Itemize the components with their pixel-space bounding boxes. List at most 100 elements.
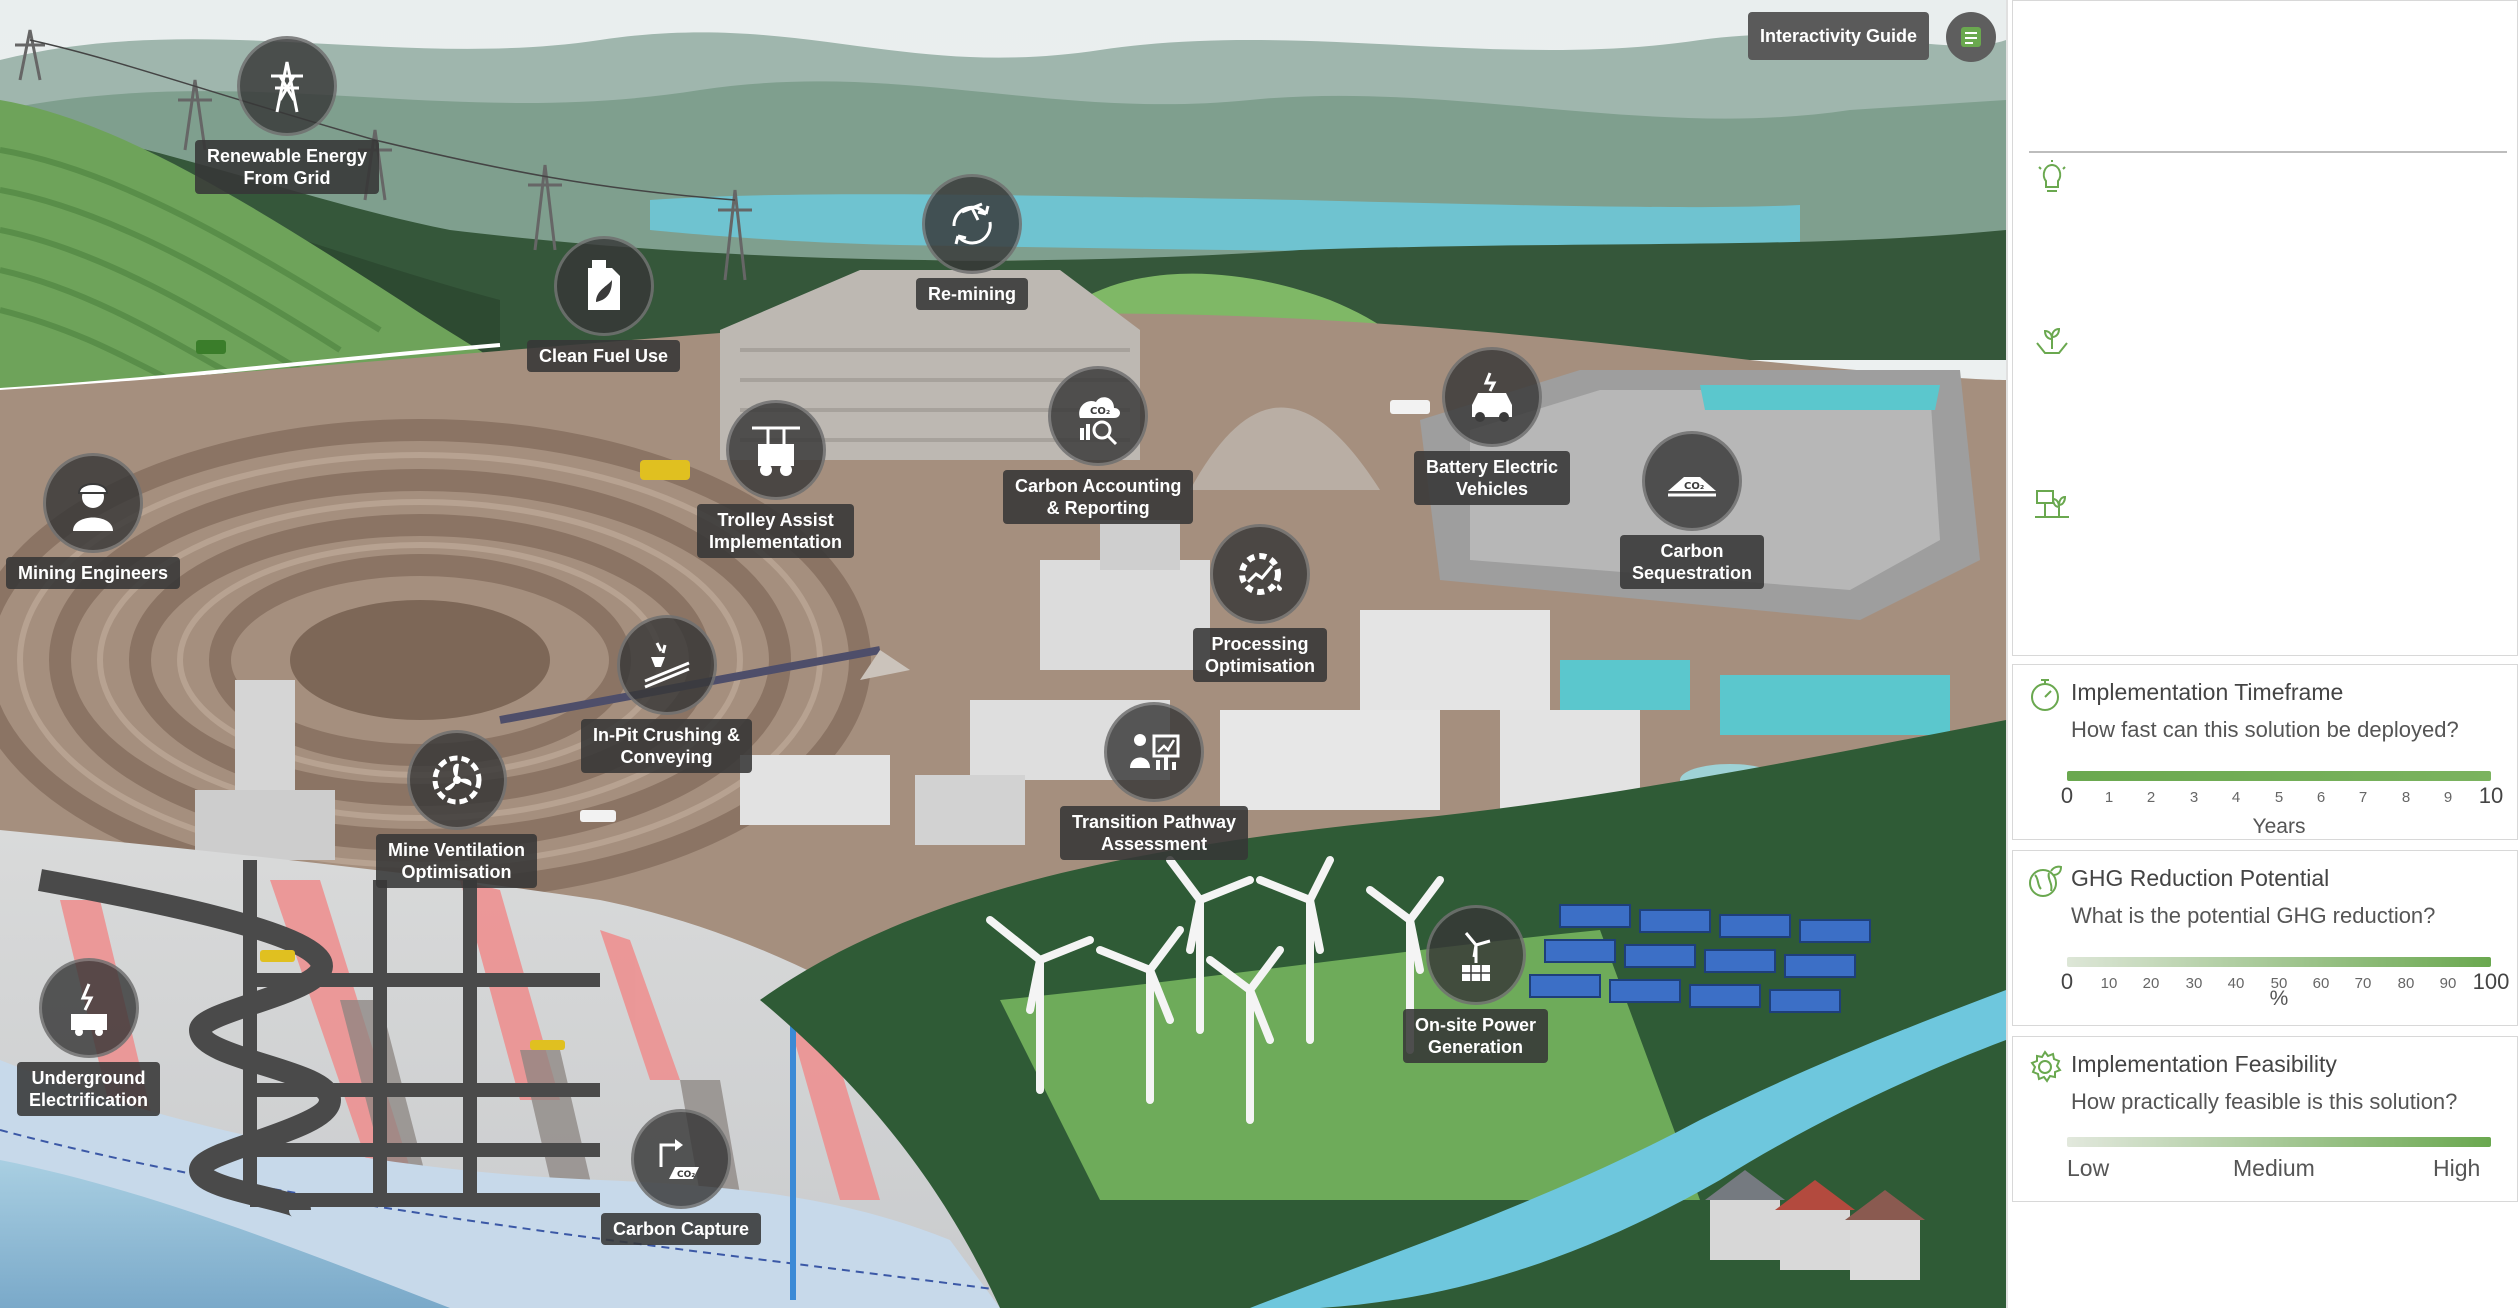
hotspot-label: Clean Fuel Use [527,340,681,372]
ghg-tick: 70 [2354,975,2372,992]
info-panel: Implementation Timeframe How fast can th… [2006,0,2520,1308]
metric-implementation-timeframe: Implementation Timeframe How fast can th… [2012,664,2518,840]
timeframe-tick: 8 [2401,789,2411,806]
hotspot-mining-engineers[interactable]: Mining Engineers [6,453,181,589]
hotspot-label: Mining Engineers [6,557,181,589]
globe-leaf-icon [2029,865,2063,897]
ghg-tick: 40 [2227,975,2245,992]
sign-plant-icon [2035,490,2069,518]
timeframe-tick: 10 [2478,783,2504,808]
ghg-scale-bar [2067,957,2491,967]
feasibility-low: Low [2067,1155,2110,1181]
recycle-pick-icon [922,174,1022,274]
feasibility-high: High [2433,1155,2481,1181]
lightbulb-icon [2038,160,2066,192]
ghg-tick: 80 [2397,975,2415,992]
fan-icon [406,730,507,830]
hotspot-clean-fuel-use[interactable]: Clean Fuel Use [527,236,681,372]
info-divider [2029,151,2507,153]
ghg-tick: 10 [2100,975,2118,992]
metric-question: How fast can this solution be deployed? [2071,717,2459,742]
metric-ghg-reduction-potential: GHG Reduction Potential What is the pote… [2012,850,2518,1026]
ghg-tick: 50 [2270,975,2288,992]
hotspot-in-pit-crushing-conveying[interactable]: In-Pit Crushing &Conveying [581,615,752,773]
hotspot-label: Carbon Capture [601,1213,762,1245]
fuel-can-icon [553,236,654,336]
ghg-tick: 100 [2472,969,2510,994]
pylon-icon [237,36,338,136]
timeframe-scale-bar [2067,771,2491,781]
metric-title: Implementation Timeframe [2071,679,2344,705]
ghg-tick: 60 [2312,975,2330,992]
metric-question: What is the potential GHG reduction? [2071,903,2436,928]
conveyor-icon [616,615,717,715]
ghg-tick: 0 [2060,969,2074,994]
hotspot-label: Re-mining [916,278,1028,310]
hotspot-carbon-accounting-reporting[interactable]: CO₂ Carbon Accounting& Reporting [1003,366,1194,524]
underground-plug-icon [38,958,139,1058]
ghg-unit: % [2269,987,2289,1010]
ghg-tick: 30 [2185,975,2203,992]
timeframe-tick: 3 [2189,789,2199,806]
guide-icon[interactable] [1946,12,1996,62]
solution-info-card [2012,0,2518,656]
co2-ground-icon: CO₂ [1642,431,1743,531]
timeframe-unit: Years [2252,815,2306,838]
co2-magnifier-icon: CO₂ [1048,366,1149,466]
metric-title: GHG Reduction Potential [2071,865,2330,891]
metric-question: How practically feasible is this solutio… [2071,1089,2458,1114]
svg-text:CO₂: CO₂ [1090,406,1110,417]
gear-outline-icon [2030,1050,2062,1083]
ghg-tick: 90 [2439,975,2457,992]
stopwatch-icon [2031,679,2059,711]
timeframe-tick: 4 [2231,789,2241,806]
feasibility-medium: Medium [2233,1155,2315,1181]
hotspot-carbon-capture[interactable]: CO₂ Carbon Capture [601,1109,762,1245]
electric-car-icon [1442,347,1543,447]
engineer-icon [43,453,143,553]
svg-text:CO₂: CO₂ [1684,481,1704,492]
metric-implementation-feasibility: Implementation Feasibility How practical… [2012,1036,2518,1202]
hotspot-label: Carbon Accounting& Reporting [1003,470,1194,524]
ghg-tick: 20 [2142,975,2160,992]
wind-solar-icon [1425,905,1526,1005]
interactivity-guide-button[interactable]: Interactivity Guide [1748,12,1930,60]
hands-plant-icon [2036,327,2068,354]
hotspot-re-mining[interactable]: Re-mining [916,174,1028,310]
timeframe-tick: 9 [2443,789,2453,806]
timeframe-tick: 6 [2316,789,2326,806]
timeframe-tick: 2 [2146,789,2156,806]
trolley-truck-icon [725,400,826,500]
timeframe-tick: 7 [2358,789,2368,806]
co2-capture-icon: CO₂ [631,1109,731,1209]
timeframe-tick: 5 [2274,789,2284,806]
presenter-chart-icon [1104,702,1205,802]
hotspot-label: In-Pit Crushing &Conveying [581,719,752,773]
svg-text:CO₂: CO₂ [677,1170,695,1180]
timeframe-tick: 0 [2060,783,2074,808]
metric-title: Implementation Feasibility [2071,1051,2337,1077]
gear-chart-icon [1210,524,1310,624]
feasibility-scale-bar [2067,1137,2491,1147]
timeframe-tick: 1 [2104,789,2114,806]
